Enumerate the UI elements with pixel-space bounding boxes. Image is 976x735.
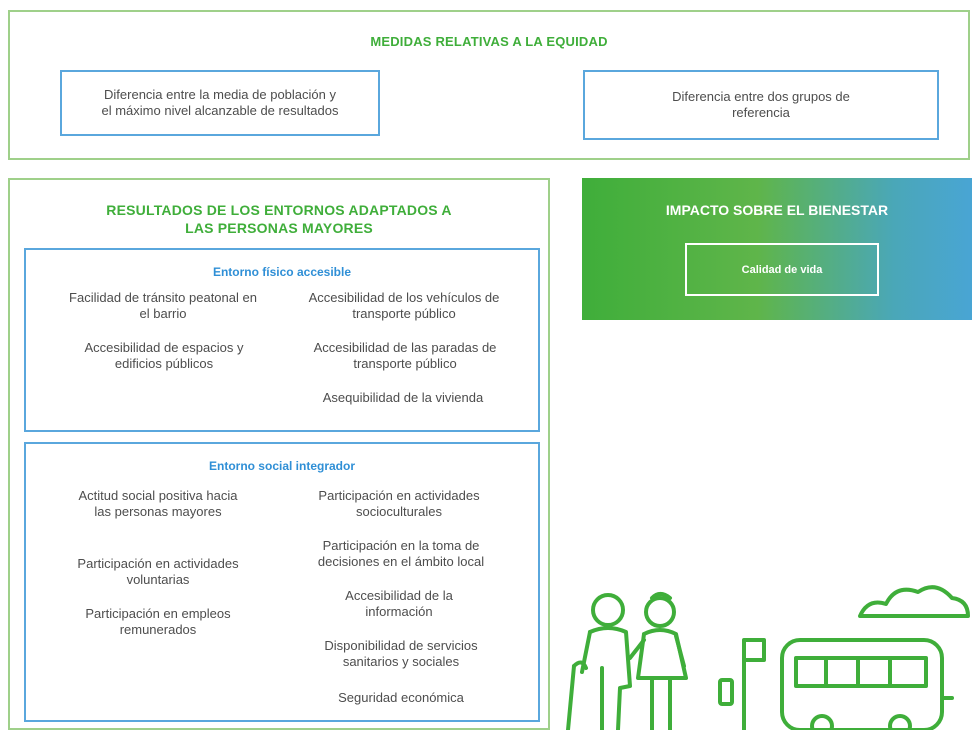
equity-box-population: Diferencia entre la media de población y… xyxy=(60,70,380,136)
equity-title: MEDIDAS RELATIVAS A LA EQUIDAD xyxy=(370,34,608,49)
impact-title: IMPACTO SOBRE EL BIENESTAR xyxy=(665,202,889,218)
results-section: RESULTADOS DE LOS ENTORNOS ADAPTADOS A L… xyxy=(8,178,550,730)
social-item: Participación en la toma de decisiones e… xyxy=(317,538,485,569)
physical-item: Facilidad de tránsito peatonal en el bar… xyxy=(69,290,257,321)
social-item: Participación en empleos remunerados xyxy=(85,606,231,637)
social-environment-box: Entorno social integrador Actitud social… xyxy=(24,442,540,722)
equity-box-population-text: Diferencia entre la media de población y… xyxy=(101,87,339,118)
social-environment-title: Entorno social integrador xyxy=(208,459,355,473)
social-item: Accesibilidad de la información xyxy=(345,588,453,619)
physical-environment-title: Entorno físico accesible xyxy=(212,265,352,279)
social-item: Participación en actividades voluntarias xyxy=(77,556,239,587)
social-item: Seguridad económica xyxy=(338,690,464,705)
equity-section: MEDIDAS RELATIVAS A LA EQUIDAD Diferenci… xyxy=(8,10,970,160)
equity-box-groups-text: Diferencia entre dos grupos de referenci… xyxy=(672,89,850,120)
bus-icon xyxy=(780,638,954,730)
physical-item: Asequibilidad de la vivienda xyxy=(322,390,484,405)
social-item: Disponibilidad de servicios sanitarios y… xyxy=(324,638,478,669)
bus-stop-icon xyxy=(718,638,766,730)
illustration xyxy=(566,585,970,730)
physical-environment-box: Entorno físico accesible Facilidad de tr… xyxy=(24,248,540,432)
elderly-couple-icon xyxy=(566,592,688,730)
quality-of-life-box: Calidad de vida xyxy=(685,243,879,296)
social-item: Actitud social positiva hacia las person… xyxy=(78,488,238,519)
cloud-icon xyxy=(858,585,970,618)
equity-box-groups: Diferencia entre dos grupos de referenci… xyxy=(583,70,939,140)
physical-item: Accesibilidad de espacios y edificios pú… xyxy=(84,340,244,371)
results-title-line1: RESULTADOS DE LOS ENTORNOS ADAPTADOS A xyxy=(106,202,452,218)
physical-item: Accesibilidad de las paradas de transpor… xyxy=(313,340,497,371)
physical-item: Accesibilidad de los vehículos de transp… xyxy=(308,290,500,321)
results-title-line2: LAS PERSONAS MAYORES xyxy=(185,220,373,236)
social-item: Participación en actividades sociocultur… xyxy=(318,488,480,519)
impact-panel: IMPACTO SOBRE EL BIENESTAR Calidad de vi… xyxy=(582,178,972,320)
